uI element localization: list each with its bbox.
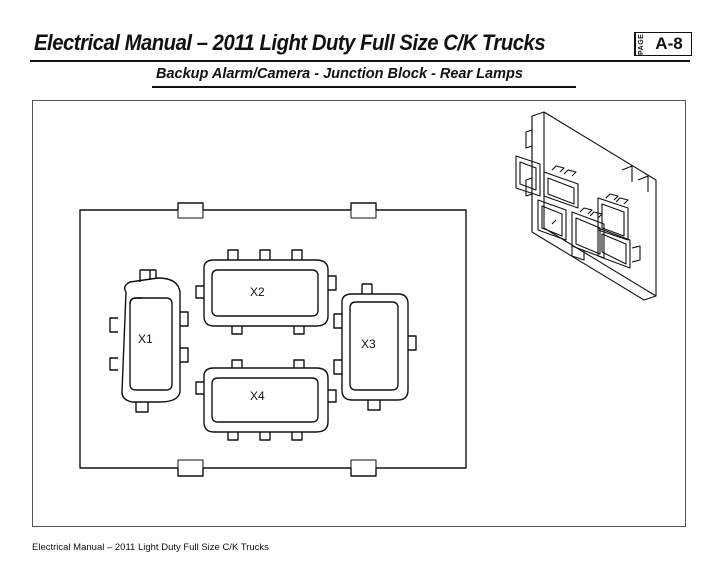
connector-x2 <box>195 249 337 335</box>
document-title: Electrical Manual – 2011 Light Duty Full… <box>34 30 546 55</box>
connector-x2-label: X2 <box>250 285 265 299</box>
connector-x4 <box>195 359 337 441</box>
page-number: A-8 <box>655 34 683 53</box>
connector-x1-label: X1 <box>138 332 153 346</box>
connector-x3-label: X3 <box>361 337 376 351</box>
connector-x4-label: X4 <box>250 389 265 403</box>
header-rule <box>30 60 690 62</box>
section-subtitle: Backup Alarm/Camera - Junction Block - R… <box>156 66 523 82</box>
subtitle-rule <box>152 86 576 88</box>
page-word: PAGE <box>635 33 647 55</box>
connector-x1 <box>109 269 189 413</box>
junction-block-outline <box>79 202 467 477</box>
diagram-frame <box>32 100 686 527</box>
connector-x3 <box>333 283 417 411</box>
page-footer: Electrical Manual – 2011 Light Duty Full… <box>32 542 269 553</box>
junction-block-diagram: X1 X2 X3 X4 <box>79 111 657 477</box>
page-number-box: PAGE A-8 <box>634 32 692 56</box>
isometric-junction-block <box>515 111 657 301</box>
